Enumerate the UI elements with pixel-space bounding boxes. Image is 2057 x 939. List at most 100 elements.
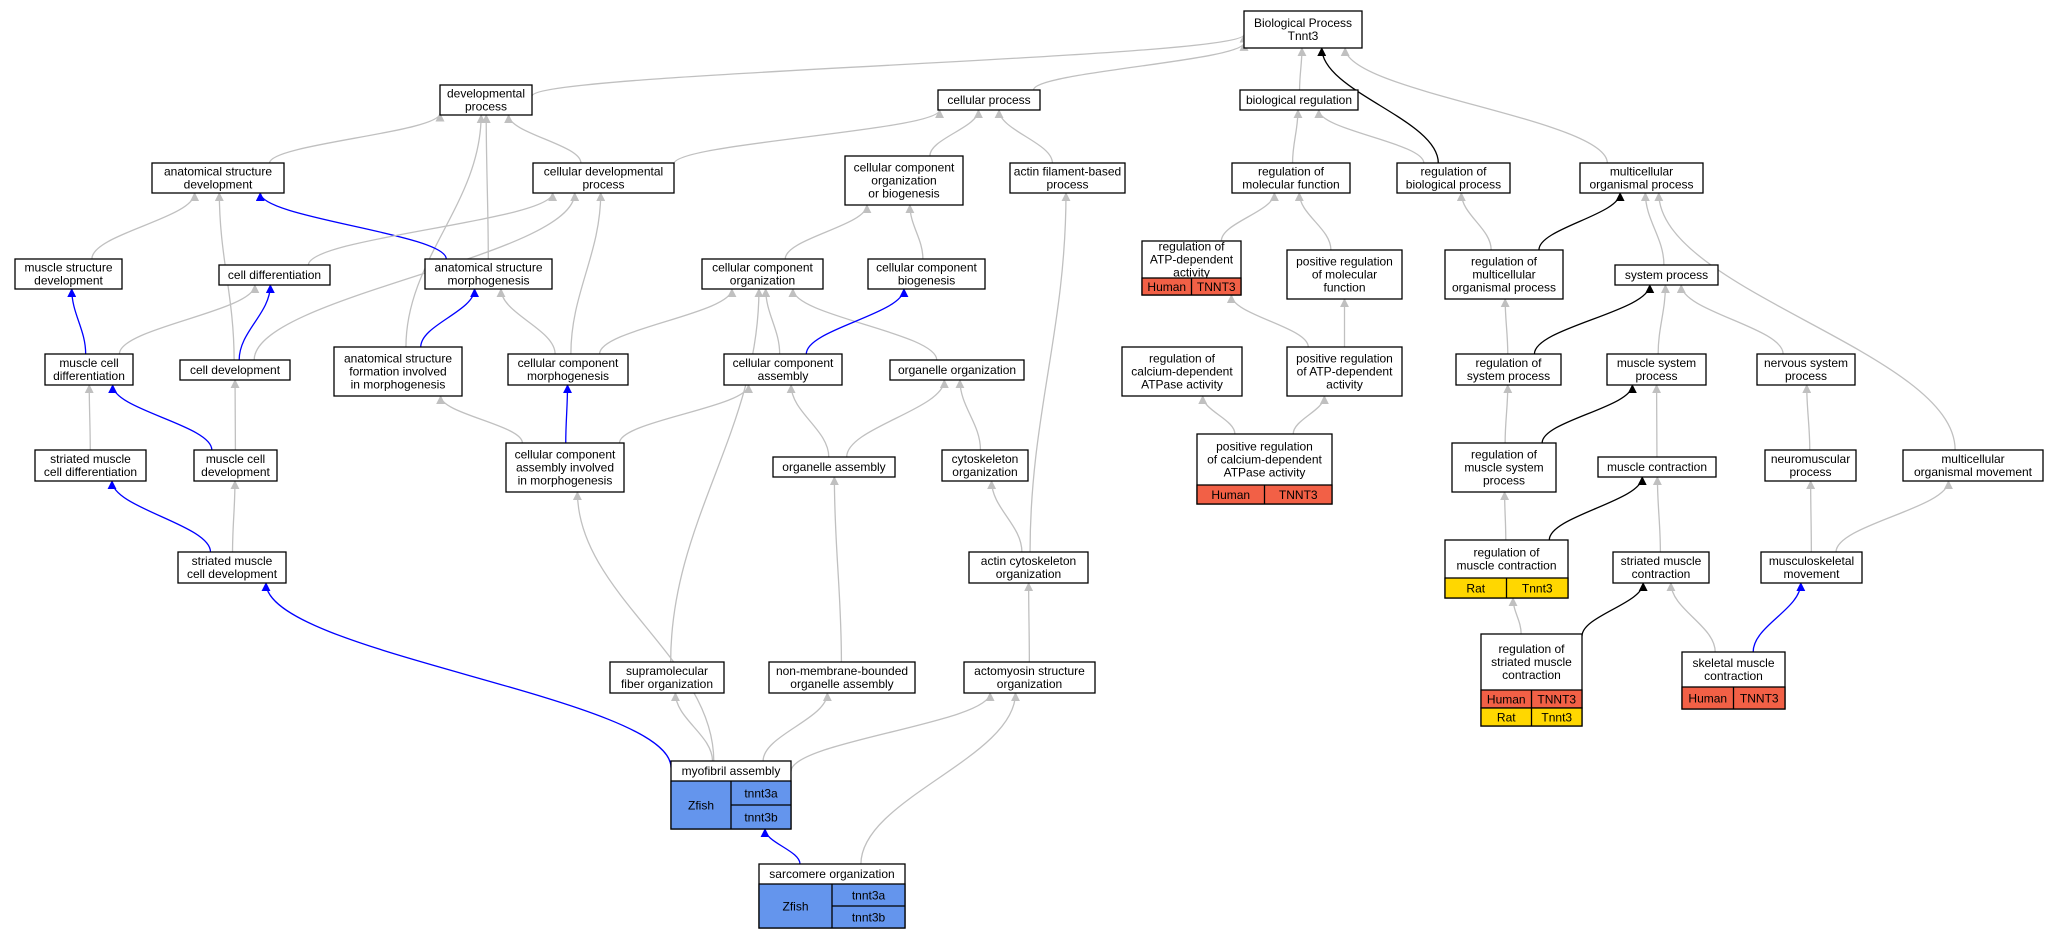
node-label-line: multicellular	[1610, 165, 1673, 179]
node-box	[968, 551, 1089, 584]
node-label-line: in morphogenesis	[518, 474, 613, 488]
species-label: Human	[1147, 280, 1186, 294]
node-label-line: organismal process	[1452, 281, 1556, 295]
node-label-line: cytoskeleton	[952, 452, 1019, 466]
node-label-line: anatomical structure	[164, 165, 272, 179]
go-node-bio-reg: biological regulation	[1239, 89, 1359, 111]
edge-part-of	[760, 828, 801, 865]
node-label-line: of calcium-dependent	[1207, 453, 1322, 467]
node-label-line: cell differentiation	[228, 268, 321, 282]
node-box	[609, 661, 725, 694]
node-label-line: cell development	[190, 363, 281, 377]
node-box	[963, 661, 1096, 694]
node-label-line: regulation of	[1498, 642, 1565, 656]
edge-is-a	[829, 476, 843, 663]
node-label-line: or biogenesis	[868, 187, 939, 201]
edge-is-a	[1508, 597, 1522, 635]
species-label: Rat	[1466, 582, 1485, 596]
edge-is-a	[1029, 192, 1071, 553]
edge-is-a	[1802, 384, 1812, 451]
edge-regulates	[1581, 582, 1648, 637]
node-label-line: cell differentiation	[44, 465, 137, 479]
edge-is-a	[1294, 192, 1332, 251]
edge-is-a	[405, 114, 486, 348]
node-label-line: muscle contraction	[1456, 559, 1556, 573]
node-box	[179, 359, 291, 381]
node-box	[34, 449, 147, 482]
node-label-line: muscle system	[1464, 461, 1543, 475]
species-label: Human	[1688, 692, 1727, 706]
node-label-line: function	[1323, 281, 1365, 295]
node-label-line: organization	[871, 174, 936, 188]
node-box	[1231, 162, 1351, 194]
node-box	[177, 551, 287, 584]
gene-label: tnnt3a	[852, 889, 886, 903]
node-label-line: fiber organization	[621, 677, 713, 691]
node-label-line: muscle system	[1617, 356, 1696, 370]
node-label-line: muscle contraction	[1607, 460, 1707, 474]
node-label-line: ATPase activity	[1141, 378, 1223, 392]
node-label-line: of molecular	[1312, 268, 1377, 282]
node-label-line: non-membrane-bounded	[776, 664, 908, 678]
node-label-line: process	[1483, 474, 1525, 488]
node-label-line: regulation of	[1258, 165, 1325, 179]
edge-is-a	[481, 114, 491, 260]
node-label-line: assembly	[758, 369, 809, 383]
node-label-line: supramolecular	[626, 664, 708, 678]
edge-part-of	[805, 288, 909, 355]
edge-is-a	[790, 692, 995, 772]
edge-is-a	[504, 114, 582, 164]
node-label-line: contraction	[1704, 669, 1763, 683]
go-node-cell-diff: cell differentiation	[218, 264, 331, 286]
node-box	[1612, 551, 1710, 584]
edge-is-a	[531, 33, 1249, 97]
edge-part-of	[108, 384, 213, 451]
species-label: Zfish	[782, 900, 808, 914]
node-box	[14, 258, 123, 290]
node-label-line: development	[34, 274, 103, 288]
node-label-line: developmental	[447, 87, 525, 101]
edge-is-a	[1806, 480, 1816, 553]
edge-is-a	[618, 384, 753, 444]
node-label-line: multicellular	[1941, 452, 2004, 466]
edge-is-a	[905, 204, 924, 260]
node-label-line: differentiation	[53, 369, 125, 383]
node-box	[193, 449, 278, 482]
species-label: Human	[1487, 693, 1526, 707]
edge-is-a	[673, 109, 944, 165]
node-box	[505, 442, 625, 493]
node-box	[889, 359, 1025, 381]
node-label-line: organismal process	[1589, 178, 1693, 192]
go-node-muscle-contraction: muscle contraction	[1597, 456, 1717, 478]
edge-regulates	[1533, 284, 1655, 355]
node-label-line: organization	[730, 274, 795, 288]
edge-is-a	[1500, 298, 1510, 355]
node-label-line: muscle cell	[59, 356, 118, 370]
node-box	[1756, 353, 1856, 386]
edge-is-a	[1500, 491, 1510, 541]
node-box	[439, 84, 533, 116]
node-box	[1902, 449, 2044, 482]
node-label-line: positive regulation	[1296, 352, 1393, 366]
node-label-line: calcium-dependent	[1131, 365, 1233, 379]
node-label-line: formation involved	[349, 365, 446, 379]
node-label-line: regulation of	[1471, 255, 1538, 269]
node-box	[772, 456, 896, 478]
node-box	[723, 353, 843, 386]
node-label-line: cellular developmental	[544, 165, 663, 179]
edge-is-a	[1292, 395, 1329, 435]
edge-is-a	[496, 288, 556, 355]
node-label-line: movement	[1783, 567, 1840, 581]
